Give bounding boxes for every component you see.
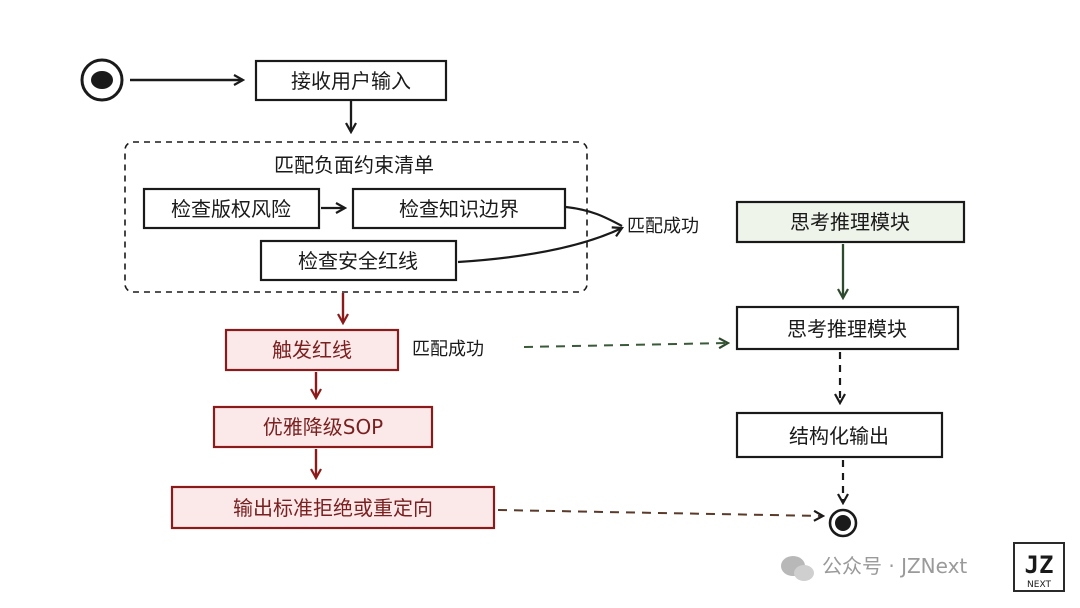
start-node-icon [80, 58, 124, 102]
edge-safety-to-match [457, 228, 622, 264]
node-reject-redirect-label: 输出标准拒绝或重定向 [233, 496, 433, 520]
match-group-container: 匹配负面约束清单 [124, 141, 588, 293]
node-trigger-redline-label: 触发红线 [272, 338, 352, 362]
edge-reject-to-end [497, 509, 823, 516]
node-receive-input-label: 接收用户输入 [291, 69, 411, 93]
node-reasoning-mid: 思考推理模块 [735, 305, 960, 351]
node-check-safety: 检查安全红线 [259, 239, 458, 282]
end-node-icon [828, 508, 858, 538]
edge-knowledge-to-match [565, 205, 623, 227]
node-receive-input: 接收用户输入 [254, 59, 448, 102]
edge-match-to-reasoning-mid [523, 343, 728, 347]
watermark: 公众号 · JZNext JZ NEXT [781, 542, 1065, 592]
node-check-copyright-label: 检查版权风险 [171, 197, 291, 221]
jznext-logo-icon: JZ NEXT [1013, 542, 1065, 592]
node-structured-output: 结构化输出 [735, 411, 944, 459]
label-match-success-2: 匹配成功 [412, 339, 484, 360]
label-match-success-1: 匹配成功 [627, 216, 699, 237]
match-group-title: 匹配负面约束清单 [274, 153, 434, 177]
node-reject-redirect: 输出标准拒绝或重定向 [170, 485, 496, 530]
node-graceful-sop-label: 优雅降级SOP [263, 415, 384, 439]
node-reasoning-top: 思考推理模块 [735, 200, 966, 244]
node-reasoning-mid-label: 思考推理模块 [787, 317, 907, 341]
node-graceful-sop: 优雅降级SOP [212, 405, 434, 449]
node-check-knowledge: 检查知识边界 [351, 187, 567, 230]
node-check-knowledge-label: 检查知识边界 [399, 197, 519, 221]
wechat-icon [781, 556, 814, 581]
node-check-safety-label: 检查安全红线 [298, 249, 418, 273]
node-structured-output-label: 结构化输出 [789, 424, 889, 448]
logo-sub-text: NEXT [1027, 580, 1051, 590]
node-reasoning-top-label: 思考推理模块 [790, 210, 910, 234]
node-check-copyright: 检查版权风险 [142, 187, 321, 230]
node-trigger-redline: 触发红线 [224, 328, 400, 372]
logo-main-text: JZ [1025, 551, 1054, 579]
watermark-text: 公众号 · JZNext [822, 554, 967, 578]
